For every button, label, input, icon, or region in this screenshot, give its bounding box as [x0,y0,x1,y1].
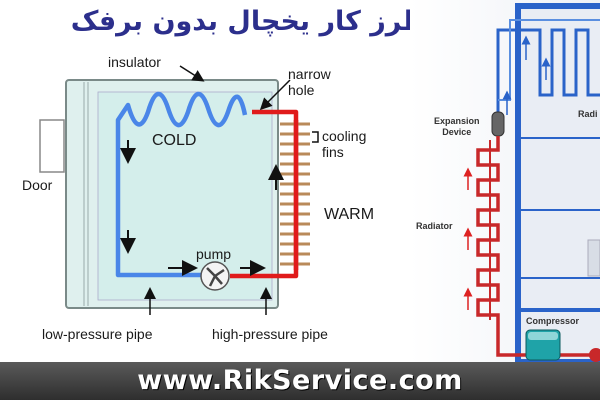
label-warm: WARM [324,206,375,223]
label-compressor: Compressor [526,316,580,326]
flow-arrows [120,140,284,276]
label-door: Door [22,177,53,193]
label-low-pressure-pipe: low-pressure pipe [42,326,153,342]
evaporator-coil [496,28,600,112]
label-high-pressure-pipe: high-pressure pipe [212,326,328,342]
label-expansion-device: Expansion Device [434,116,480,137]
label-pump: pump [196,246,232,262]
radiator-coil [476,136,600,357]
fridge-body-right [515,3,600,365]
label-pointers [144,65,291,315]
label-radiator-partial: Radi [578,109,598,119]
label-cooling-fins: cooling fins [322,128,367,160]
door-panel [39,119,65,173]
cold-pipe [115,91,248,278]
label-cold: COLD [152,132,197,149]
expansion-device [491,111,505,137]
label-radiator: Radiator [416,221,453,231]
label-narrow-hole: narrow hole [288,66,331,98]
footer-url[interactable]: www.RikService.com [137,365,463,396]
label-insulator: insulator [108,54,161,70]
page-title: طرز کار یخچال بدون برفک [70,6,428,37]
footer-bar [0,362,600,400]
